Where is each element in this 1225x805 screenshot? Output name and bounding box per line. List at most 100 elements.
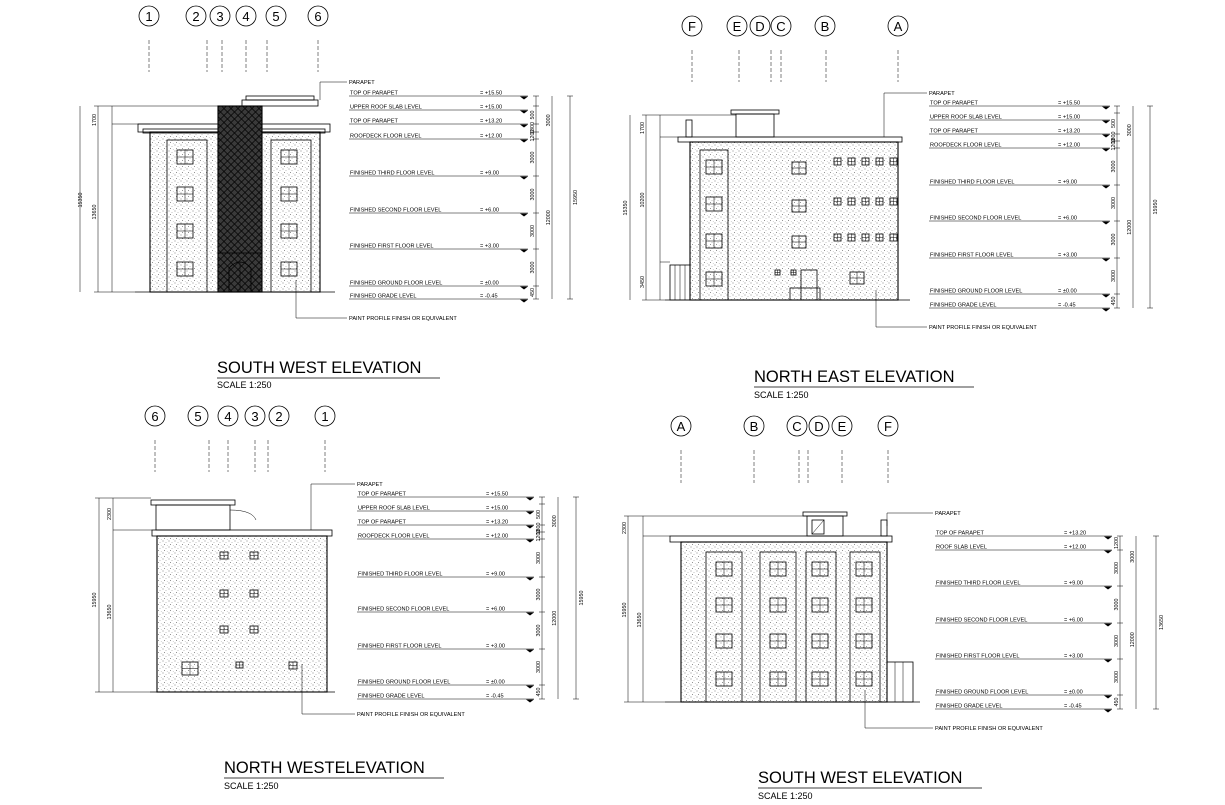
level-value: = +12.00 — [1058, 143, 1080, 149]
level-value: = +3.00 — [480, 244, 499, 250]
svg-text:SCALE 1:250: SCALE 1:250 — [758, 791, 813, 801]
window — [861, 157, 870, 166]
window — [280, 186, 298, 202]
grid-bubble: 3 — [244, 405, 266, 472]
grid-bubble: A — [670, 415, 692, 483]
paint-label: PAINT PROFILE FINISH OR EQUIVALENT — [935, 726, 1043, 732]
level-value: = +13.20 — [486, 520, 508, 526]
paint-label: PAINT PROFILE FINISH OR EQUIVALENT — [357, 712, 465, 718]
dimension-value: 3000 — [1114, 562, 1120, 574]
dimension-value: 15950 — [573, 190, 579, 205]
level-row: FINISHED THIRD FLOOR LEVEL= +9.00 — [349, 171, 528, 180]
level-marker-icon — [1102, 185, 1110, 189]
level-name: ROOFDECK FLOOR LEVEL — [358, 534, 430, 540]
dimension-value: 3000 — [530, 225, 536, 237]
level-row: ROOF SLAB LEVEL= +12.00 — [935, 545, 1112, 554]
level-value: = ±0.00 — [1064, 690, 1083, 696]
level-name: FINISHED THIRD FLOOR LEVEL — [358, 572, 442, 578]
window — [855, 633, 873, 649]
level-row: FINISHED GROUND FLOOR LEVEL= ±0.00 — [929, 289, 1110, 298]
level-marker-icon — [1102, 294, 1110, 298]
level-value: = ±0.00 — [486, 680, 505, 686]
dimension-value: 3000 — [552, 515, 558, 527]
window — [176, 223, 194, 239]
level-value: = +9.00 — [480, 171, 499, 177]
level-name: FINISHED GROUND FLOOR LEVEL — [936, 690, 1028, 696]
svg-text:NORTH WESTELEVATION: NORTH WESTELEVATION — [224, 759, 425, 777]
level-row: FINISHED FIRST FLOOR LEVEL= +3.00 — [357, 644, 534, 653]
svg-text:13650: 13650 — [107, 605, 113, 620]
level-value: = -0.45 — [1058, 303, 1076, 309]
window — [811, 633, 829, 649]
level-row: UPPER ROOF SLAB LEVEL= +15.00 — [929, 115, 1110, 124]
right-dimensions: 5001800120030003000300030004503000120001… — [1111, 105, 1159, 309]
level-value: = +13.20 — [1064, 531, 1086, 537]
svg-text:1: 1 — [321, 409, 328, 424]
paint-callout: PAINT PROFILE FINISH OR EQUIVALENT — [301, 664, 465, 718]
level-marker-icon — [520, 176, 528, 180]
level-row: FINISHED SECOND FLOOR LEVEL= +6.00 — [929, 216, 1110, 225]
level-name: FINISHED GROUND FLOOR LEVEL — [350, 281, 442, 287]
windows — [176, 149, 298, 277]
level-value: = +13.20 — [1058, 129, 1080, 135]
dimension-value: 500 — [530, 111, 536, 120]
grid-bubble: B — [743, 415, 765, 483]
level-value: = +6.00 — [1058, 216, 1077, 222]
grid-bubble: F — [681, 15, 703, 82]
level-name: FINISHED SECOND FLOOR LEVEL — [358, 607, 449, 613]
level-row: TOP OF PARAPET= +13.20 — [929, 129, 1110, 138]
svg-text:B: B — [821, 19, 830, 34]
window — [769, 671, 787, 687]
level-name: FINISHED THIRD FLOOR LEVEL — [930, 180, 1014, 186]
right-dimensions: 5001800120030003000300030004503000120001… — [530, 95, 579, 300]
svg-text:SOUTH WEST ELEVATION: SOUTH WEST ELEVATION — [758, 769, 962, 787]
level-row: FINISHED GRADE LEVEL= -0.45 — [357, 694, 534, 703]
svg-text:4: 4 — [224, 409, 231, 424]
level-value: = ±0.00 — [480, 281, 499, 287]
level-marker-icon — [526, 699, 534, 703]
dimension-value: 3000 — [530, 262, 536, 274]
window — [219, 551, 229, 560]
dimension-value: 1200 — [1111, 139, 1117, 151]
level-row: FINISHED SECOND FLOOR LEVEL= +6.00 — [357, 607, 534, 616]
dimension-value: 1200 — [530, 130, 536, 142]
level-row: UPPER ROOF SLAB LEVEL= +15.00 — [357, 506, 534, 515]
level-value: = +3.00 — [486, 644, 505, 650]
level-name: ROOFDECK FLOOR LEVEL — [350, 134, 422, 140]
grid-bubble: F — [877, 415, 899, 483]
level-name: TOP OF PARAPET — [350, 91, 398, 97]
level-marker-icon — [1104, 586, 1112, 590]
paint-callout: PAINT PROFILE FINISH OR EQUIVALENT — [295, 280, 457, 322]
svg-text:A: A — [894, 19, 903, 34]
level-marker-icon — [520, 299, 528, 303]
window — [790, 269, 797, 276]
drawing-title: NORTH WESTELEVATION SCALE 1:250 — [224, 759, 444, 791]
window — [889, 197, 898, 206]
grid-bubble: D — [807, 415, 830, 483]
window — [249, 589, 259, 598]
level-row: FINISHED GRADE LEVEL= -0.45 — [935, 704, 1112, 713]
dimension-value: 450 — [536, 688, 542, 697]
grid-bubble: E — [831, 415, 853, 483]
grid-bubble: A — [887, 15, 909, 82]
svg-text:2300: 2300 — [107, 508, 113, 520]
level-marker-icon — [1102, 134, 1110, 138]
window — [875, 233, 884, 242]
svg-text:A: A — [677, 419, 686, 434]
svg-text:SCALE 1:250: SCALE 1:250 — [217, 380, 272, 390]
level-name: FINISHED GRADE LEVEL — [358, 694, 425, 700]
level-name: FINISHED THIRD FLOOR LEVEL — [936, 581, 1020, 587]
window — [769, 633, 787, 649]
grid-bubble: 6 — [307, 5, 329, 72]
level-marker-icon — [1102, 106, 1110, 110]
level-row: FINISHED FIRST FLOOR LEVEL= +3.00 — [349, 244, 528, 253]
dimension-value: 3000 — [536, 589, 542, 601]
windows — [181, 551, 298, 676]
level-row: FINISHED GRADE LEVEL= -0.45 — [929, 303, 1110, 312]
dimension-value: 15950 — [579, 591, 585, 606]
window — [875, 157, 884, 166]
dimension-value: 3000 — [536, 552, 542, 564]
window — [249, 625, 259, 634]
window — [715, 633, 733, 649]
